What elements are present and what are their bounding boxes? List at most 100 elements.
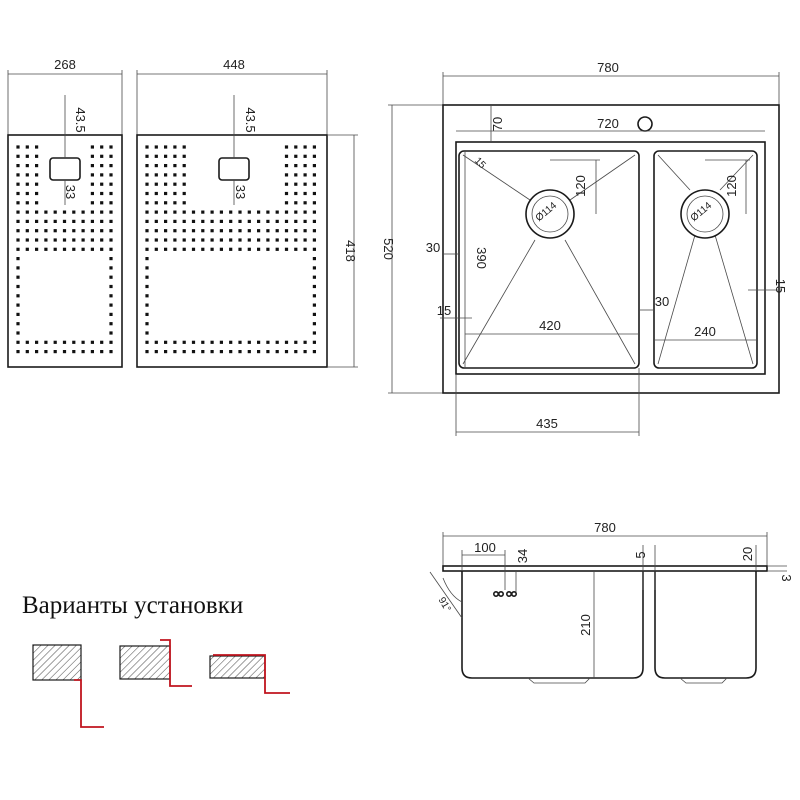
drain-dot xyxy=(238,350,242,354)
drain-dot xyxy=(16,164,20,168)
drain-dot xyxy=(16,145,20,149)
drain-dot xyxy=(257,229,261,233)
drain-dot xyxy=(182,145,186,149)
drain-dot xyxy=(90,340,94,344)
drain-dot xyxy=(145,219,149,223)
drain-dot xyxy=(62,350,67,354)
drain-dot xyxy=(164,164,168,168)
drain-dot xyxy=(182,164,186,168)
drain-dot xyxy=(25,164,29,168)
drain-dot xyxy=(145,257,149,261)
drain-dot xyxy=(154,182,158,186)
drain-dot xyxy=(191,238,196,242)
drain-dot xyxy=(257,210,261,214)
colander-small-hole xyxy=(49,157,81,181)
drain-dot xyxy=(303,164,307,168)
drain-dot xyxy=(154,340,158,344)
drain-dot xyxy=(303,350,307,354)
drain-dot xyxy=(294,229,298,233)
drain-dot xyxy=(16,257,20,261)
drain-dot xyxy=(16,340,20,344)
drain-dot xyxy=(145,164,149,168)
drain-dot xyxy=(312,145,316,149)
drain-dot xyxy=(25,145,29,149)
drain-dot xyxy=(312,340,316,344)
side-overflow-offset-label: 100 xyxy=(474,540,496,555)
drain-dot xyxy=(173,219,177,223)
drain-dot xyxy=(145,201,149,205)
drain-dot xyxy=(191,350,196,354)
drain-dot xyxy=(247,210,251,214)
drain-dot xyxy=(90,201,94,205)
drain-dot xyxy=(154,238,158,242)
drain-dot xyxy=(145,340,149,344)
drain-dot xyxy=(90,173,94,177)
drain-dot xyxy=(238,238,242,242)
drain-dot xyxy=(173,173,177,177)
drain-dot xyxy=(164,340,168,344)
side-overall-width-label: 780 xyxy=(594,520,616,535)
drain-dot xyxy=(275,238,279,242)
drain-dot xyxy=(35,247,39,251)
drain-dot xyxy=(229,350,233,354)
drain-dot xyxy=(90,210,94,214)
drain-dot xyxy=(16,154,20,158)
drain-dot xyxy=(109,173,113,177)
drain-dot xyxy=(100,154,104,158)
drain-dot xyxy=(145,238,149,242)
side-flange-label: 3 xyxy=(779,574,794,581)
installation-option-undermount xyxy=(32,644,104,728)
drain-dot xyxy=(312,284,316,289)
drain-dot xyxy=(210,219,214,223)
drain-dot xyxy=(35,201,39,205)
drain-dot xyxy=(182,154,186,158)
drain-dot xyxy=(109,201,113,205)
drain-dot xyxy=(303,247,307,251)
drain-dot xyxy=(257,340,261,344)
drain-dot xyxy=(303,340,307,344)
drain-dot xyxy=(182,340,186,344)
drain-dot xyxy=(164,219,168,223)
drain-dot xyxy=(109,340,113,344)
drain-dot xyxy=(81,219,85,223)
drain-dot xyxy=(312,331,316,335)
drain-dot xyxy=(173,182,177,186)
drain-dot xyxy=(284,219,289,223)
drain-dot xyxy=(303,210,307,214)
drain-dot xyxy=(109,322,113,326)
drain-dot xyxy=(154,145,158,149)
drain-dot xyxy=(201,350,205,354)
drain-dot xyxy=(164,247,168,251)
drain-dot xyxy=(16,219,20,223)
drain-dot xyxy=(154,350,158,354)
colander-small-plate xyxy=(7,134,123,368)
drain-dot xyxy=(44,247,48,251)
drain-dot xyxy=(191,247,196,251)
bowl-depth-label: 390 xyxy=(474,247,489,269)
left-margin-label: 30 xyxy=(426,240,440,255)
drain-dot xyxy=(81,210,85,214)
drain-dot xyxy=(53,238,57,242)
drain-dot xyxy=(312,303,316,307)
drain-dot xyxy=(219,219,223,223)
drain-dot xyxy=(266,350,270,354)
drain-dot xyxy=(312,182,316,186)
drain-dot xyxy=(145,294,149,298)
drain-dot xyxy=(145,331,149,335)
drain-dot xyxy=(90,247,94,251)
drain-dot xyxy=(294,219,298,223)
drain-dot xyxy=(238,229,242,233)
drain-dot xyxy=(201,210,205,214)
drain-dot xyxy=(35,210,39,214)
right-drain-outer xyxy=(680,189,730,239)
drain-dot xyxy=(62,247,67,251)
drain-dot xyxy=(210,238,214,242)
drain-dot xyxy=(90,145,94,149)
drain-dot xyxy=(164,191,168,196)
drain-dot xyxy=(182,191,186,196)
drain-dot xyxy=(72,238,76,242)
drain-dot xyxy=(16,294,20,298)
drain-dot xyxy=(312,312,316,316)
overflow-holes xyxy=(492,590,517,597)
drain-dot xyxy=(182,219,186,223)
